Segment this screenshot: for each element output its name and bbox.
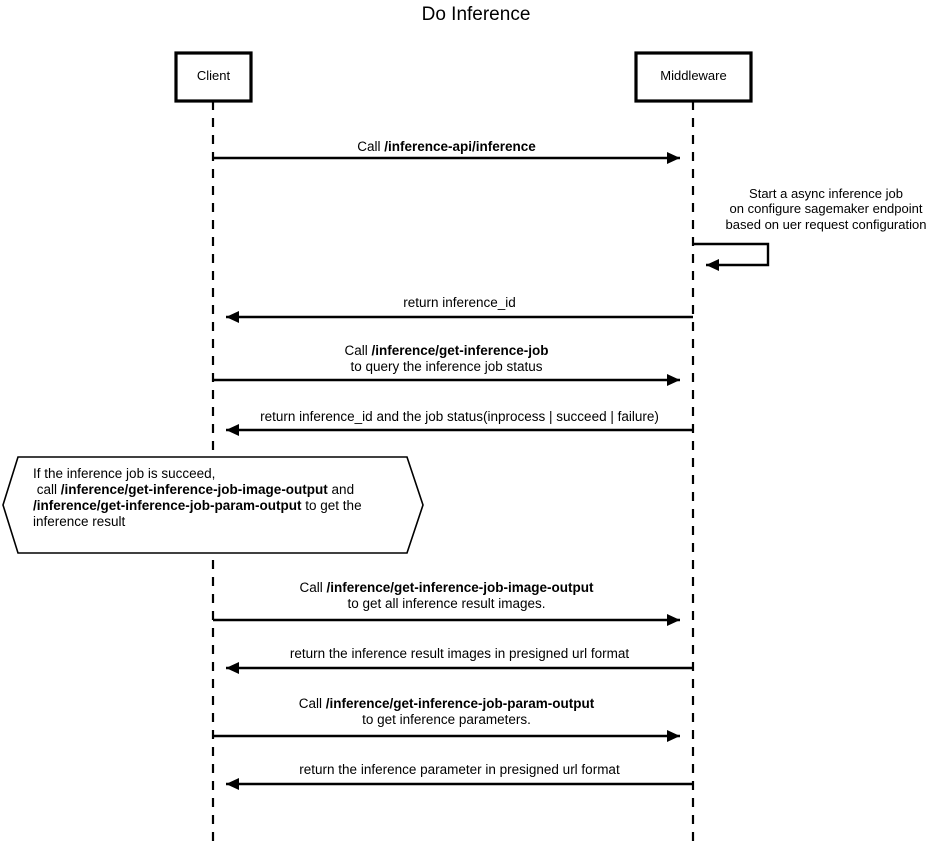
- message-label-8: return the inference parameter in presig…: [226, 762, 693, 778]
- participant-label-client: Client: [196, 68, 231, 83]
- label-line: call /inference/get-inference-job-image-…: [33, 481, 355, 497]
- label-line: Call /inference/get-inference-job: [344, 343, 549, 358]
- message-label-5: Call /inference/get-inference-job-image-…: [213, 580, 680, 612]
- message-label-7: Call /inference/get-inference-job-param-…: [213, 696, 680, 728]
- label-line: based on uer request configuration: [725, 216, 927, 232]
- message-label-2: return inference_id: [226, 295, 693, 311]
- hex-note-shape: [2, 456, 424, 554]
- label-line: Start a async inference job: [749, 186, 903, 201]
- hex-note-text: If the inference job is succeed, call /i…: [33, 466, 413, 530]
- diagram-title: Do Inference: [421, 4, 531, 25]
- label-line: Call /inference-api/inference: [357, 139, 536, 154]
- participant-box-client[interactable]: [174, 51, 253, 103]
- participant-label-middleware: Middleware: [660, 68, 727, 83]
- label-line: to get inference parameters.: [362, 711, 531, 727]
- message-label-4: return inference_id and the job status(i…: [226, 409, 693, 425]
- label-line: inference result: [33, 513, 126, 529]
- label-line: Call /inference/get-inference-job-param-…: [298, 696, 595, 711]
- label-line: return inference_id: [403, 295, 516, 310]
- label-line: to get all inference result images.: [347, 595, 546, 611]
- self-message-arrow: [693, 242, 770, 271]
- label-line: to query the inference job status: [350, 358, 543, 374]
- label-line: return the inference result images in pr…: [289, 646, 630, 661]
- label-line: on configure sagemaker endpoint: [729, 201, 923, 217]
- label-line: If the inference job is succeed,: [33, 466, 216, 481]
- label-line: return the inference parameter in presig…: [299, 762, 620, 777]
- participant-box-middleware[interactable]: [634, 51, 753, 103]
- message-label-1: Call /inference-api/inference: [213, 139, 680, 155]
- message-label-6: return the inference result images in pr…: [226, 646, 693, 662]
- label-line: return inference_id and the job status(i…: [260, 409, 659, 424]
- label-line: Call /inference/get-inference-job-image-…: [299, 580, 594, 595]
- label-line: /inference/get-inference-job-param-outpu…: [33, 497, 362, 513]
